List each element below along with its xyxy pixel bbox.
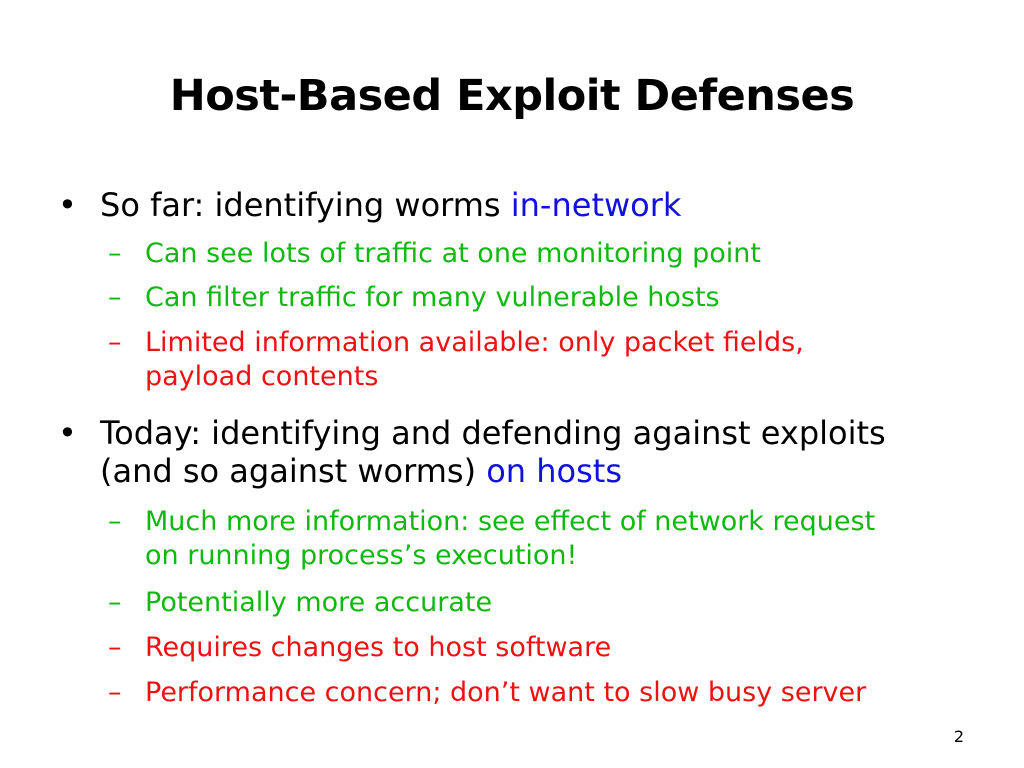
subpoint-line: payload contents: [145, 361, 379, 392]
subpoint-line: on running process’s execution!: [145, 540, 578, 571]
bullet-highlight: on hosts: [486, 452, 622, 490]
slide-title: Host-Based Exploit Defenses: [169, 71, 855, 121]
subpoint-text: Potentially more accurate: [145, 587, 493, 618]
subpoint-marker: –: [108, 506, 122, 537]
subpoint-marker: –: [108, 587, 122, 618]
subpoint-text: Requires changes to host software: [145, 632, 612, 663]
subpoint-marker: –: [108, 327, 122, 358]
subpoint-text: Can filter traffic for many vulnerable h…: [145, 282, 720, 313]
page-number: 2: [953, 727, 964, 746]
subpoint-marker: –: [108, 632, 122, 663]
bullet-highlight: in-network: [510, 186, 682, 224]
subpoint-line: Limited information available: only pack…: [145, 327, 804, 358]
bullet-text-main: So far: identifying worms: [100, 186, 511, 224]
bullet-text-line: Today: identifying and defending against…: [100, 414, 886, 452]
bullet-text-line: (and so against worms): [100, 452, 487, 490]
subpoint-marker: –: [108, 282, 122, 313]
bullet-marker: •: [58, 186, 77, 224]
subpoint-text: Much more information: see effect of net…: [145, 505, 875, 573]
subpoint-marker: –: [108, 238, 122, 269]
subpoint-line: Much more information: see effect of net…: [145, 506, 876, 537]
bullet-text: Today: identifying and defending against…: [100, 414, 886, 490]
subpoint-marker: –: [108, 677, 122, 708]
subpoint-text: Limited information available: only pack…: [145, 326, 804, 394]
bullet-text: So far: identifying worms in-network: [100, 186, 681, 224]
subpoint-text: Can see lots of traffic at one monitorin…: [145, 238, 761, 269]
bullet-marker: •: [58, 414, 77, 452]
subpoint-text: Performance concern; don’t want to slow …: [145, 677, 867, 708]
